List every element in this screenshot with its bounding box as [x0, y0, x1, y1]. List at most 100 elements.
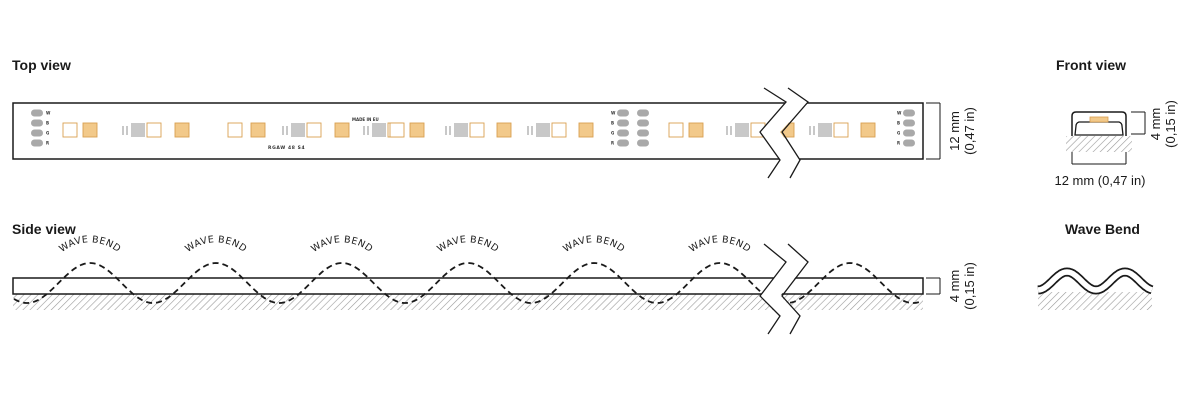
- white-led-chip: [306, 122, 322, 138]
- rgb-chip-pin: [363, 126, 365, 135]
- warm-led-chip: [409, 122, 425, 138]
- width-mm-label: 12 mm: [947, 111, 962, 151]
- solder-pad: [637, 129, 649, 137]
- wave-bend-label: WAVE BEND: [435, 234, 501, 255]
- solder-pad: [903, 129, 915, 137]
- warm-led-chip: [334, 122, 350, 138]
- solder-pad: [903, 109, 915, 117]
- white-led-chip: [146, 122, 162, 138]
- rgb-chip: [131, 123, 145, 137]
- pad-label: B: [897, 121, 900, 126]
- rgb-chip: [372, 123, 386, 137]
- rgb-chip-pin: [531, 126, 533, 135]
- warm-led-chip: [688, 122, 704, 138]
- white-led-chip: [469, 122, 485, 138]
- front-strip-inner: [1074, 121, 1124, 136]
- pad-label: B: [46, 121, 49, 126]
- made-in-label: MADE IN EU: [352, 117, 379, 122]
- rgb-chip-pin: [726, 126, 728, 135]
- side-view-strip: WAVE BEND WAVE BEND WAVE BEND WAVE BEND WAVE…: [12, 234, 924, 335]
- solder-pad: [637, 119, 649, 127]
- solder-pad: [617, 119, 629, 127]
- side-view-title: Side view: [12, 221, 76, 237]
- wave-bend-label: WAVE BEND: [57, 234, 123, 255]
- white-led-chip: [833, 122, 849, 138]
- pad-label: R: [46, 141, 49, 146]
- top-view-title: Top view: [12, 57, 71, 73]
- side-cut-line: [759, 243, 787, 335]
- wave-bend-label: WAVE BEND: [309, 234, 375, 255]
- solder-pad: [903, 139, 915, 147]
- warm-led-chip: [82, 122, 98, 138]
- height-dimension: 4 mm (0,15 in): [926, 262, 977, 310]
- warm-led-chip: [578, 122, 594, 138]
- white-led-chip: [227, 122, 243, 138]
- rgb-chip-pin: [445, 126, 447, 135]
- rgb-chip: [818, 123, 832, 137]
- mounting-surface: [13, 294, 923, 310]
- pad-label: W: [46, 111, 51, 116]
- white-led-chip: [668, 122, 684, 138]
- rgb-chip-pin: [126, 126, 128, 135]
- front-led-chip: [1089, 116, 1109, 123]
- strip-side-profile: [12, 277, 924, 295]
- wave-bend-label-text: WAVE BEND: [687, 234, 752, 255]
- wave-bend-strip-fill: [1037, 269, 1153, 293]
- rgb-chip-pin: [122, 126, 124, 135]
- solder-pad: [617, 139, 629, 147]
- solder-pad: [31, 109, 43, 117]
- cut-break-mask: [760, 88, 808, 178]
- pad-label: B: [611, 121, 614, 126]
- height-mm-label: 4 mm: [947, 270, 962, 303]
- rgb-chip-pin: [527, 126, 529, 135]
- solder-pad: [637, 109, 649, 117]
- solder-pad: [31, 129, 43, 137]
- side-cut-line: [781, 243, 809, 335]
- pad-label: W: [611, 111, 616, 116]
- front-strip-body: [1071, 111, 1127, 136]
- wave-bend-label: WAVE BEND: [183, 234, 249, 255]
- wave-bend-label-text: WAVE BEND: [309, 234, 374, 255]
- rgb-chip-pin: [449, 126, 451, 135]
- rgb-chip-pin: [730, 126, 732, 135]
- rgb-chip: [735, 123, 749, 137]
- wave-bend-label-text: WAVE BEND: [435, 234, 500, 255]
- front-width-label: 12 mm (0,47 in): [1054, 173, 1145, 188]
- wave-bend-label-text: WAVE BEND: [57, 234, 122, 255]
- pad-label: R: [611, 141, 614, 146]
- wave-bend-label-text: WAVE BEND: [561, 234, 626, 255]
- width-dimension: 12 mm (0,47 in): [926, 102, 977, 160]
- solder-pad: [903, 119, 915, 127]
- cut-break-line: [781, 87, 809, 179]
- rgb-chip-pin: [286, 126, 288, 135]
- warm-led-chip: [496, 122, 512, 138]
- warm-led-chip: [174, 122, 190, 138]
- pad-label: G: [897, 131, 900, 136]
- wave-bend-title: Wave Bend: [1065, 221, 1140, 237]
- rgb-chip: [536, 123, 550, 137]
- rgb-chip-pin: [809, 126, 811, 135]
- solder-pad: [31, 119, 43, 127]
- wave-bend-label: WAVE BEND: [687, 234, 753, 255]
- rgb-chip: [454, 123, 468, 137]
- white-led-chip: [389, 122, 405, 138]
- pad-label: G: [611, 131, 614, 136]
- solder-pad: [637, 139, 649, 147]
- wave-bend-label-text: WAVE BEND: [183, 234, 248, 255]
- white-led-chip: [551, 122, 567, 138]
- white-led-chip: [62, 122, 78, 138]
- rgb-chip-pin: [367, 126, 369, 135]
- model-label: RGAW 48 S4: [268, 145, 305, 151]
- rgb-chip-pin: [282, 126, 284, 135]
- front-height-mm-label: 4 mm: [1148, 108, 1163, 141]
- solder-pad: [31, 139, 43, 147]
- cut-break-line: [759, 87, 787, 179]
- wave-bend-label: WAVE BEND: [561, 234, 627, 255]
- front-view-profile: 4 mm (0,15 in) 12 mm (0,47 in): [1054, 100, 1178, 188]
- pad-label: W: [897, 111, 902, 116]
- wave-bend-illustration: [1037, 267, 1154, 310]
- wave-bend-labels: WAVE BEND WAVE BEND WAVE BEND WAVE BEND WAVE…: [57, 234, 753, 255]
- front-height-in-label: (0,15 in): [1163, 100, 1178, 148]
